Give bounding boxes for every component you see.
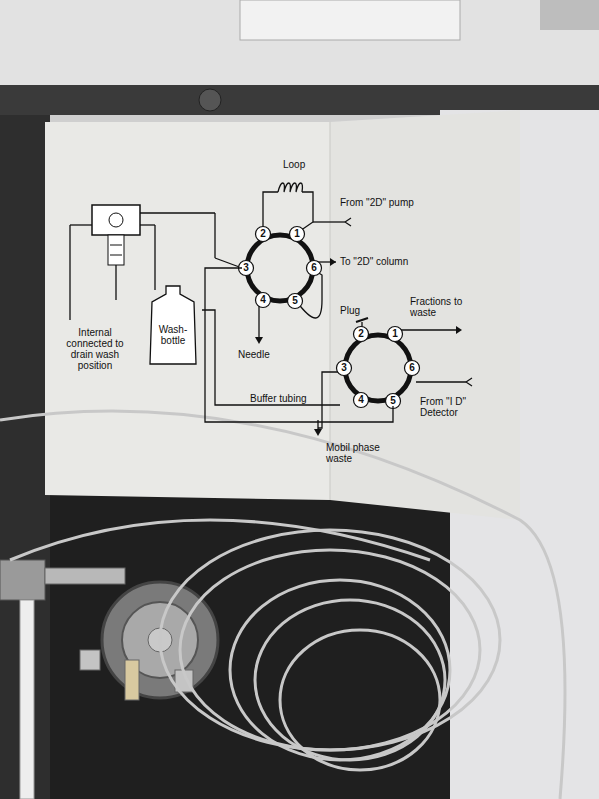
text-label: Mobil phase waste <box>326 442 386 464</box>
text-label: To "2D" column <box>340 256 450 267</box>
valve-node: 2 1 3 6 4 5 <box>242 230 318 306</box>
text-label: From "I D" Detector <box>420 396 490 418</box>
valve-node: 2 1 3 6 4 5 <box>340 330 416 406</box>
text-label: From "2D" pump <box>340 197 450 208</box>
port-number: 5 <box>390 396 396 406</box>
text-label: Plug <box>340 305 380 316</box>
port-number: 1 <box>392 329 398 339</box>
text-label: Needle <box>238 349 288 360</box>
text-label: Internal connected to drain wash positio… <box>58 327 132 371</box>
port-number: 6 <box>409 363 415 373</box>
valve-outline <box>242 230 318 306</box>
port-number: 2 <box>260 229 266 239</box>
tubing-connector <box>205 268 393 422</box>
port-number: 6 <box>311 263 317 273</box>
valve-outline <box>340 330 416 406</box>
port-number: 2 <box>358 329 364 339</box>
tubing-connector <box>202 310 340 405</box>
port-number: 4 <box>358 395 364 405</box>
bottle-node: Wash- bottle <box>144 286 202 366</box>
text-label: Loop <box>283 159 323 170</box>
bottle-label: Wash- bottle <box>144 324 202 346</box>
text-label: Fractions to waste <box>410 296 470 318</box>
port-number: 3 <box>341 363 347 373</box>
port-number: 4 <box>260 295 266 305</box>
edge-label: Buffer tubing <box>250 393 307 404</box>
port-number: 3 <box>243 263 249 273</box>
port-number: 5 <box>292 296 298 306</box>
port-number: 1 <box>294 229 300 239</box>
